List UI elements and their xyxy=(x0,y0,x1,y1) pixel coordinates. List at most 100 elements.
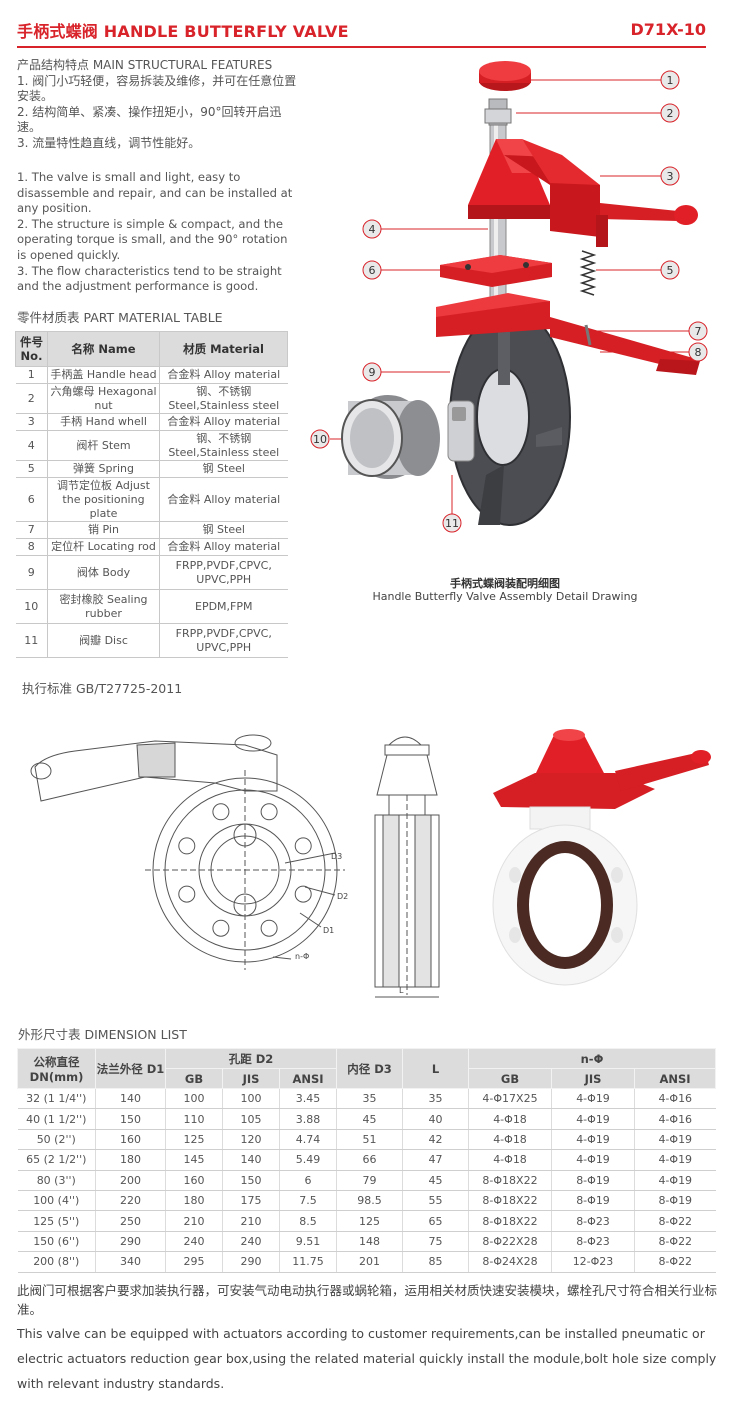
dim-col-d1: 法兰外径 D1 xyxy=(95,1048,166,1089)
part-material: 钢、不锈钢 Steel,Stainless steel xyxy=(159,383,288,414)
note-en: This valve can be equipped with actuator… xyxy=(17,1326,717,1391)
dim-cell-l: 75 xyxy=(402,1231,469,1253)
part-material: 钢 Steel xyxy=(159,521,288,539)
dim-cell-n-jis: 12-Φ23 xyxy=(551,1251,635,1273)
part-name: 密封橡胶 Sealing rubber xyxy=(47,589,160,624)
dim-cell-d2-gb: 160 xyxy=(165,1170,223,1191)
part-material: 合金料 Alloy material xyxy=(159,413,288,431)
part-name: 手柄 Hand whell xyxy=(47,413,160,431)
parts-col-name: 名称 Name xyxy=(47,331,160,367)
dim-cell-d2-jis: 100 xyxy=(222,1088,280,1110)
pin-part xyxy=(584,324,592,346)
explode-caption-en: Handle Butterfly Valve Assembly Detail D… xyxy=(372,590,638,603)
dim-cell-d1: 160 xyxy=(95,1129,166,1151)
part-name: 阀瓣 Disc xyxy=(47,623,160,658)
dim-cell-dn: 32 (1 1/4'') xyxy=(17,1088,96,1110)
features-cn: 产品结构特点 MAIN STRUCTURAL FEATURES 1. 阀门小巧轻… xyxy=(17,58,297,152)
dim-cell-d2-gb: 110 xyxy=(165,1108,223,1130)
callout-number: 1 xyxy=(667,74,674,87)
dim-cell-n-gb: 4-Φ18 xyxy=(468,1108,552,1130)
callout-circle xyxy=(688,342,708,362)
part-material: 钢 Steel xyxy=(159,460,288,478)
callout-number: 11 xyxy=(445,517,459,530)
hex-nut-part xyxy=(484,98,512,126)
part-no: 2 xyxy=(15,383,48,414)
part-material: FRPP,PVDF,CPVC, UPVC,PPH xyxy=(159,555,288,590)
dim-cell-d2-ansi: 3.45 xyxy=(279,1088,337,1110)
dim-label-d2: D2 xyxy=(337,892,348,901)
dim-col-d3: 内径 D3 xyxy=(336,1048,403,1089)
dim-cell-dn: 65 (2 1/2'') xyxy=(17,1149,96,1171)
dim-cell-d3: 148 xyxy=(336,1231,403,1253)
dim-cell-n-jis: 4-Φ19 xyxy=(551,1088,635,1110)
dim-cell-d1: 290 xyxy=(95,1231,166,1253)
standard-text: 执行标准 GB/T27725-2011 xyxy=(22,681,183,696)
dim-cell-n-jis: 4-Φ19 xyxy=(551,1149,635,1171)
dim-cell-d2-jis: 175 xyxy=(222,1190,280,1212)
dim-cell-l: 40 xyxy=(402,1108,469,1130)
dim-cell-d1: 180 xyxy=(95,1149,166,1171)
handle-part xyxy=(468,139,698,247)
dim-cell-d1: 150 xyxy=(95,1108,166,1130)
callout-circle xyxy=(362,362,382,382)
dim-cell-dn: 125 (5'') xyxy=(17,1210,96,1232)
dim-cell-d1: 200 xyxy=(95,1170,166,1191)
callout-number: 2 xyxy=(667,107,674,120)
dim-cell-l: 42 xyxy=(402,1129,469,1151)
header-divider xyxy=(17,46,706,48)
dim-sub-ansi-2: ANSI xyxy=(634,1068,716,1089)
dim-sub-gb-2: GB xyxy=(468,1068,552,1089)
part-name: 弹簧 Spring xyxy=(47,460,160,478)
dim-cell-n-jis: 8-Φ23 xyxy=(551,1210,635,1232)
callout-circle xyxy=(660,70,680,90)
dim-cell-d2-jis: 290 xyxy=(222,1251,280,1273)
part-name: 定位杆 Locating rod xyxy=(47,538,160,556)
bolt-hole xyxy=(178,885,196,903)
technical-drawings: D3 D2 D1 n-Φ L xyxy=(30,729,711,998)
part-name: 销 Pin xyxy=(47,521,160,539)
dim-cell-d1: 340 xyxy=(95,1251,166,1273)
dim-cell-d2-ansi: 4.74 xyxy=(279,1129,337,1151)
dim-col-n: n-Φ xyxy=(468,1048,716,1069)
dim-cell-n-jis: 8-Φ23 xyxy=(551,1231,635,1253)
note-cn: 此阀门可根据客户要求加装执行器，可安装气动电动执行器或蜗轮箱，运用相关材质快速安… xyxy=(17,1283,718,1317)
bolt-hole xyxy=(212,919,230,937)
part-name: 阀体 Body xyxy=(47,555,160,590)
callout-circle xyxy=(660,103,680,123)
explode-caption-cn: 手柄式蝶阀装配明细图 xyxy=(450,577,560,590)
product-photo xyxy=(492,729,711,986)
callout-circle xyxy=(362,219,382,239)
part-material: EPDM,FPM xyxy=(159,589,288,624)
part-name: 阀杆 Stem xyxy=(47,430,160,461)
dim-cell-n-ansi: 8-Φ22 xyxy=(634,1210,716,1232)
part-no: 9 xyxy=(15,555,48,590)
dim-col-dn: 公称直径 DN(mm) xyxy=(17,1048,96,1089)
callout-number: 3 xyxy=(667,170,674,183)
feature-en-3: 3. The flow characteristics tend to be s… xyxy=(17,263,282,294)
dim-cell-n-ansi: 4-Φ16 xyxy=(634,1108,716,1130)
feature-en-2: 2. The structure is simple & compact, an… xyxy=(17,216,288,262)
dim-cell-d3: 79 xyxy=(336,1170,403,1191)
dimension-table: 公称直径 DN(mm) 法兰外径 D1 孔距 D2 内径 D3 L n-Φ GB… xyxy=(17,1048,716,1273)
dim-cell-d2-gb: 100 xyxy=(165,1088,223,1110)
part-material: 钢、不锈钢 Steel,Stainless steel xyxy=(159,430,288,461)
dim-label-d1: D1 xyxy=(323,926,334,935)
dim-cell-d2-jis: 120 xyxy=(222,1129,280,1151)
callout-number: 8 xyxy=(695,346,702,359)
callout-number: 7 xyxy=(695,325,702,338)
dim-cell-l: 85 xyxy=(402,1251,469,1273)
callout-circle xyxy=(310,429,330,449)
features-title: 产品结构特点 MAIN STRUCTURAL FEATURES xyxy=(17,58,273,72)
dim-cell-n-ansi: 4-Φ16 xyxy=(634,1088,716,1110)
dim-cell-d1: 250 xyxy=(95,1210,166,1232)
dim-cell-d2-jis: 140 xyxy=(222,1149,280,1171)
